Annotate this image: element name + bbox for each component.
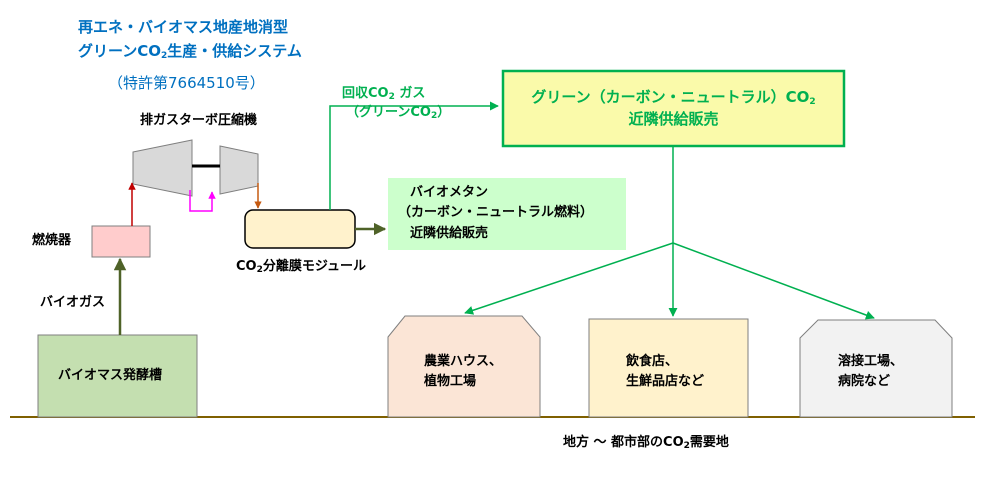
arrow-to-weld (672, 242, 875, 320)
biomethane-line1: バイオメタン (410, 185, 489, 200)
digester-box (37, 334, 198, 418)
biomethane-line2: （カーボン・ニュートラル燃料） (398, 205, 594, 220)
membrane-module-box (244, 209, 356, 249)
arrow-recovered-co2 (329, 101, 499, 210)
demand-box-weld (799, 319, 953, 418)
arrow-to-agri (464, 242, 674, 315)
membrane-label: CO2分離膜モジュール (236, 259, 366, 275)
green-co2-title: グリーン（カーボン・ニュートラル）CO2 (531, 88, 816, 107)
demand-weld-line2: 病院など (838, 374, 891, 389)
demand-box-agri (387, 315, 541, 418)
turbo-compressor-label: 排ガスターボ圧縮機 (140, 113, 258, 128)
demand-food-line2: 生鮮品店など (626, 374, 705, 389)
recovered-co2-sublabel: （グリーンCO2） (346, 105, 451, 121)
diagram-title-line2: グリーンCO2生産・供給システム (78, 42, 302, 61)
burner-label: 燃焼器 (32, 233, 72, 248)
recovered-co2-label: 回収CO2 ガス (342, 86, 426, 102)
demand-area-caption: 地方 〜 都市部のCO2需要地 (563, 435, 729, 451)
biomethane-line3: 近隣供給販売 (410, 226, 489, 241)
diagram-title-line1: 再エネ・バイオマス地産地消型 (78, 18, 289, 36)
turbo-compressor-shape (132, 139, 259, 197)
burner-box (91, 225, 151, 258)
patent-number: （特許第7664510号） (108, 74, 265, 92)
demand-agri-line2: 植物工場 (424, 374, 477, 389)
digester-label: バイオマス発酵槽 (58, 368, 163, 383)
arrow-exhaust-loop (189, 190, 216, 212)
demand-food-line1: 飲食店、 (626, 354, 679, 369)
biogas-label: バイオガス (40, 295, 106, 310)
biomethane-box (388, 178, 626, 250)
demand-weld-line1: 溶接工場、 (838, 354, 904, 369)
demand-box-food (588, 318, 749, 418)
green-co2-subtitle: 近隣供給販売 (628, 110, 719, 128)
green-co2-box (501, 69, 846, 148)
demand-agri-line1: 農業ハウス、 (424, 354, 503, 369)
